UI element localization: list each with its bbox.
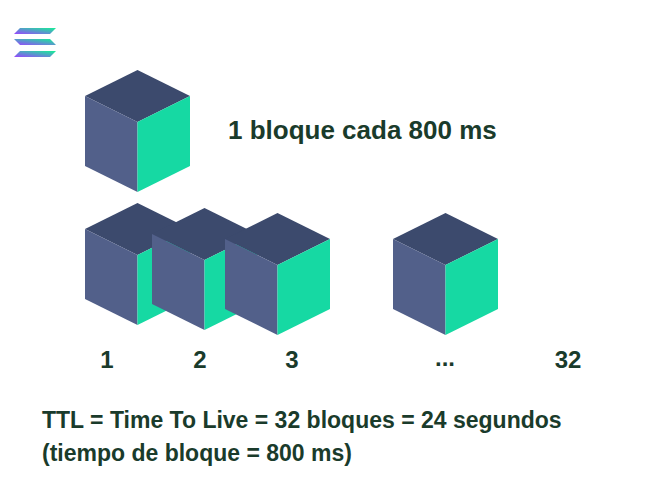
block-number: 1 [100,346,113,374]
block-number: 32 [555,346,582,374]
logo-bar [14,28,56,34]
ellipsis: ... [435,344,455,372]
block-time-caption: 1 bloque cada 800 ms [228,116,497,146]
cube-left [393,239,446,335]
cube-left [85,229,138,325]
cube-right [446,239,499,335]
cube-right [278,239,331,335]
block-time-note: (tiempo de bloque = 800 ms) [42,440,352,466]
cube-left [85,96,138,192]
block-cubes [85,70,498,335]
cube-left [152,234,205,330]
cube-left [225,239,278,335]
block-number: 2 [193,346,206,374]
solana-logo [14,28,56,57]
logo-bar [14,51,56,57]
logo-bar [14,39,56,45]
ttl-note: TTL = Time To Live = 32 bloques = 24 seg… [42,407,562,433]
cube-right [138,96,191,192]
block-cube [85,70,190,192]
block-cube [225,213,330,335]
block-cube [393,213,498,335]
block-number: 3 [285,346,298,374]
